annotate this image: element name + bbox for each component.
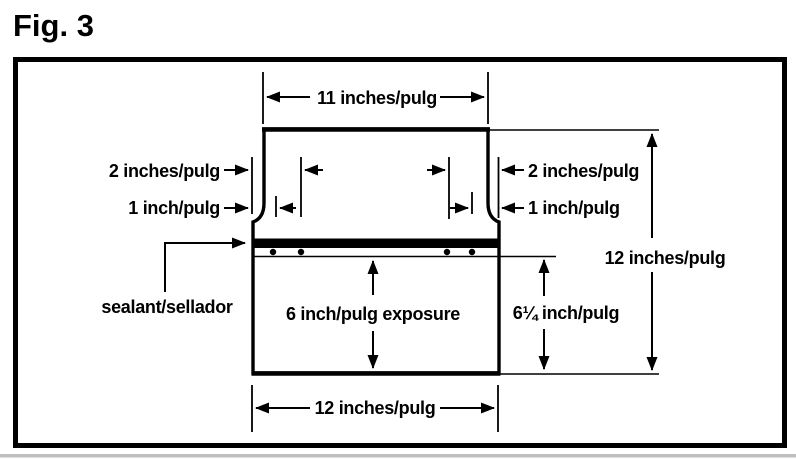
dimension-headlap: 6¼ inch/pulg	[513, 259, 620, 370]
dimension-exposure: 6 inch/pulg exposure	[286, 260, 461, 369]
nail-dot	[468, 248, 476, 256]
callout-right-2in: 2 inches/pulg	[427, 161, 639, 181]
nail-dot	[297, 248, 305, 256]
dimension-top-width: 11 inches/pulg	[262, 72, 489, 124]
exposure-label: 6 inch/pulg exposure	[286, 304, 460, 324]
dimension-label: 12 inches/pulg	[605, 248, 726, 268]
callout-left-2in: 2 inches/pulg	[109, 161, 323, 181]
sealant-label: sealant/sellador	[101, 297, 233, 317]
dimension-label: 11 inches/pulg	[317, 88, 437, 108]
sealant-band	[252, 238, 498, 248]
leader-line	[164, 237, 246, 292]
dimension-bottom-width: 12 inches/pulg	[251, 385, 499, 432]
dimension-label: 2 inches/pulg	[109, 161, 220, 181]
callout-sealant: sealant/sellador	[101, 237, 246, 317]
callout-right-1in: 1 inch/pulg	[450, 198, 620, 218]
footer-rule	[0, 454, 796, 458]
siding-panel-outline	[251, 127, 501, 375]
callout-left-1in: 1 inch/pulg	[128, 198, 296, 218]
dimension-label: 12 inches/pulg	[315, 398, 436, 418]
dimension-label: 1 inch/pulg	[128, 198, 220, 218]
dimension-panel-height: 12 inches/pulg	[489, 129, 726, 375]
nail-dots	[269, 248, 476, 256]
nail-dot	[269, 248, 277, 256]
nail-dot	[443, 248, 451, 256]
dimension-label: 6¼ inch/pulg	[513, 303, 619, 323]
dimension-label: 1 inch/pulg	[528, 198, 620, 218]
dimension-label: 2 inches/pulg	[528, 161, 639, 181]
figure-title: Fig. 3	[13, 8, 94, 43]
nail-offset-reference-lines	[251, 157, 500, 219]
